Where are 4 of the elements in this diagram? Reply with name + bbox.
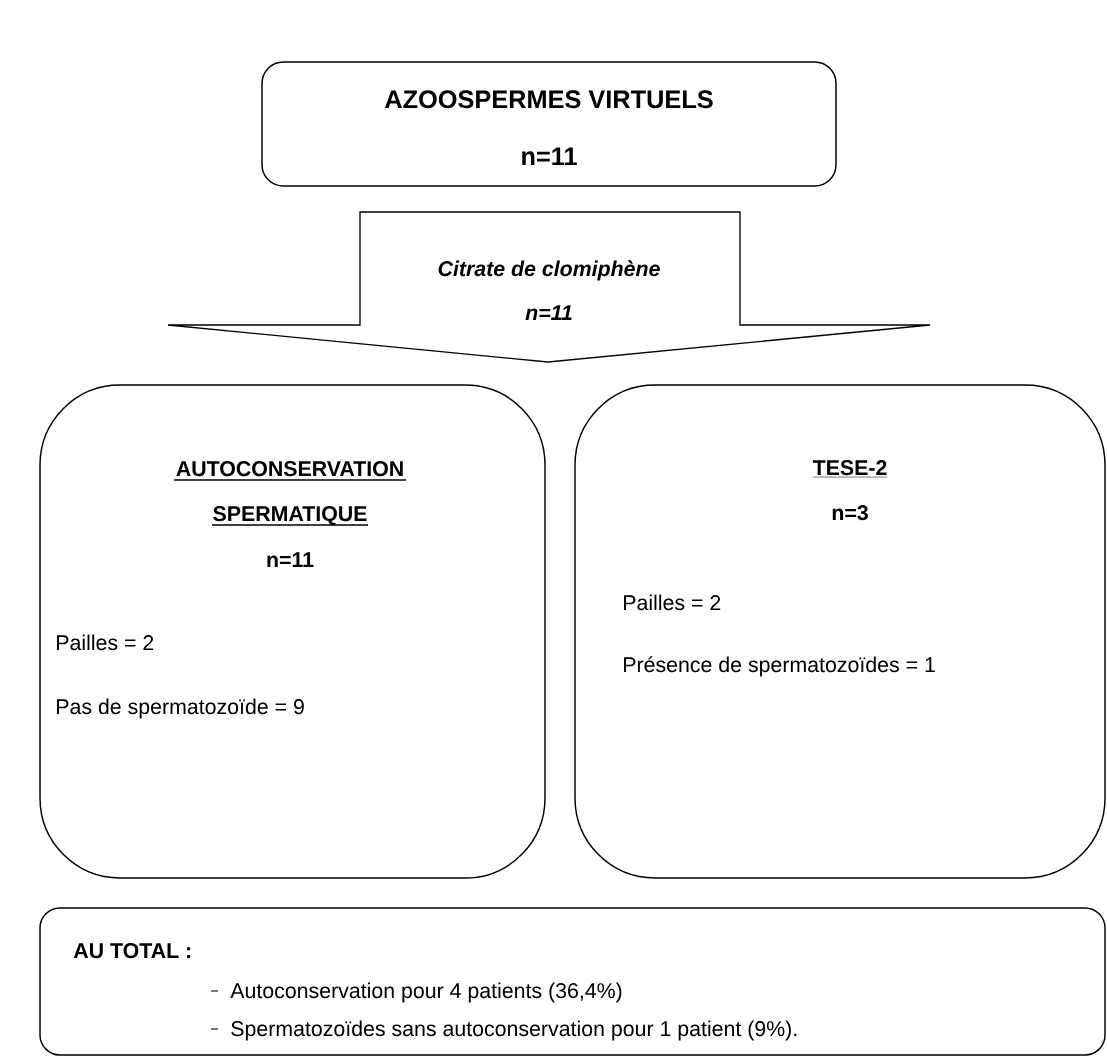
result-box: TESE-2 n=3 Pailles = 2 Présence de spermatozoïdes = 1 <box>574 384 1106 879</box>
title-box: AZOOSPERMES VIRTUELS n=11 <box>261 61 837 187</box>
summary-box: AU TOTAL : Autoconservation pour 4 patients (36,4%) Spermatozoïdes sans autoconservation pour 1 patient (9%). <box>39 907 1106 1056</box>
result-box: AUTOCONSERVATION SPERMATIQUE n=11 Pailles = 2 Pas de spermatozoïde = 9 <box>39 384 546 879</box>
